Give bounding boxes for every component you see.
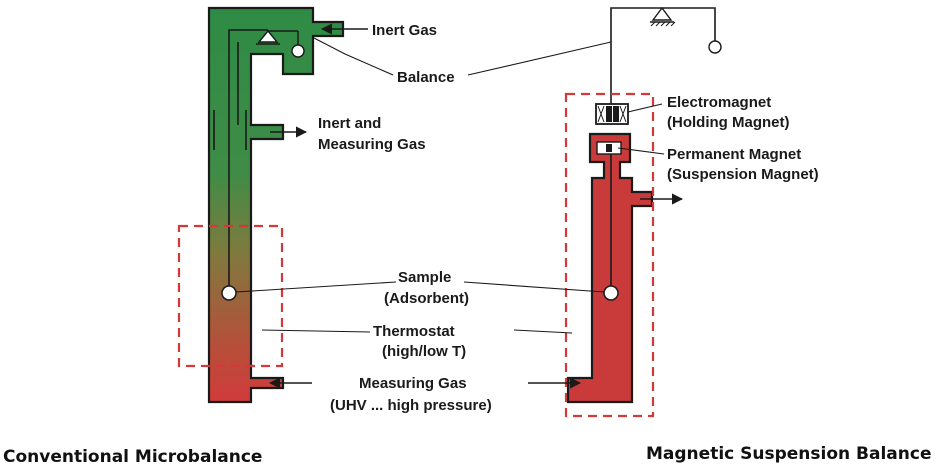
- label-high-low-t: (high/low T): [382, 343, 466, 360]
- caption-conventional-microbalance: Conventional Microbalance: [3, 447, 262, 467]
- msb-counterweight-icon: [708, 40, 722, 54]
- sample-icon: [221, 285, 237, 301]
- msb-sample-icon: [603, 285, 619, 301]
- balance-pivot-icon: [257, 29, 279, 43]
- label-thermostat: Thermostat: [373, 323, 455, 340]
- label-measuring-gas: Measuring Gas: [359, 375, 467, 392]
- caption-magnetic-suspension-balance: Magnetic Suspension Balance: [646, 444, 932, 464]
- label-adsorbent: (Adsorbent): [384, 290, 469, 307]
- label-holding-magnet: (Holding Magnet): [667, 114, 789, 131]
- leader-lines: [235, 37, 665, 334]
- label-suspension-magnet: (Suspension Magnet): [667, 166, 819, 183]
- label-inert-gas: Inert Gas: [372, 22, 437, 39]
- magnetic-suspension-balance: [528, 6, 722, 418]
- label-balance: Balance: [397, 69, 455, 86]
- label-permanent-magnet: Permanent Magnet: [667, 146, 801, 163]
- thermostat-frame: [177, 224, 284, 368]
- msb-housing: [566, 132, 654, 404]
- labels: Inert Gas Balance Inert and Measuring Ga…: [3, 22, 932, 467]
- conventional-microbalance: [177, 6, 368, 404]
- label-electromagnet: Electromagnet: [667, 94, 771, 111]
- counterweight-icon: [291, 44, 305, 58]
- msb-thermostat-frame: [564, 92, 655, 418]
- label-measuring-gas-top: Measuring Gas: [318, 136, 426, 153]
- label-inert-and: Inert and: [318, 115, 381, 132]
- label-sample: Sample: [398, 269, 451, 286]
- label-uhv-pressure: (UHV ... high pressure): [330, 397, 492, 414]
- msb-balance-frame: [610, 7, 716, 104]
- microbalance-housing: [207, 6, 345, 404]
- msb-pivot-icon: [651, 6, 673, 21]
- hanger-wire: [228, 29, 268, 290]
